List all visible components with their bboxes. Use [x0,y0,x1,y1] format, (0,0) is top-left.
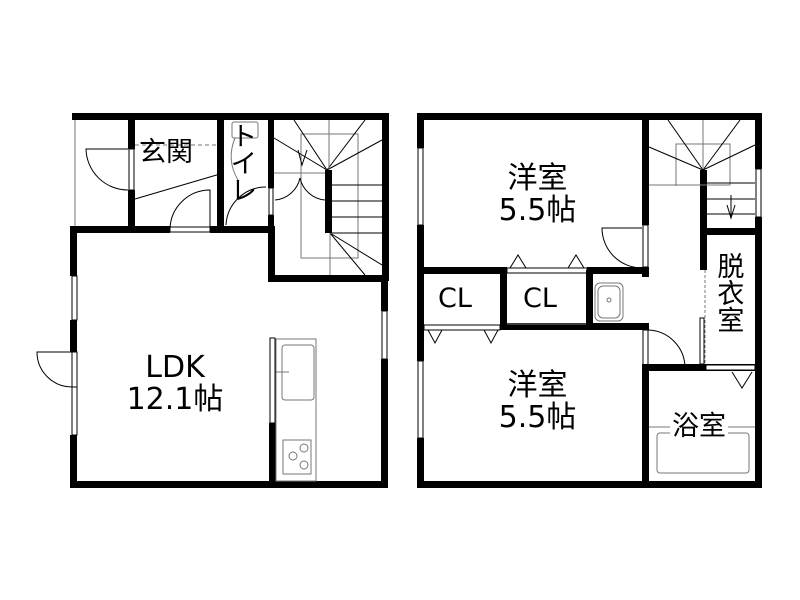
room-label-western-2: 洋室 [507,368,568,403]
staircase-floor1 [273,119,383,276]
room-label-western-1: 洋室 [507,161,568,196]
room-label-closet-2: CL [523,283,557,314]
room-western-2: 洋室 5.5帖 [485,370,590,433]
room-ldk: LDK 12.1帖 [120,352,230,415]
staircase-floor2 [648,119,756,220]
room-western-1: 洋室 5.5帖 [485,163,590,226]
room-label-toilet: トイレ [225,122,257,203]
room-label-closet-1: CL [438,283,472,314]
room-label-dressing-room: 脱衣室 [712,252,744,333]
floor-1 [36,113,389,488]
room-label-genkan: 玄関 [139,137,193,168]
room-size-ldk: 12.1帖 [126,381,224,417]
room-label-bathroom: 浴室 [670,411,728,442]
room-label-ldk: LDK [145,350,205,385]
floor-2 [417,113,762,488]
room-size-western-1: 5.5帖 [498,192,577,228]
room-size-western-2: 5.5帖 [498,399,577,435]
